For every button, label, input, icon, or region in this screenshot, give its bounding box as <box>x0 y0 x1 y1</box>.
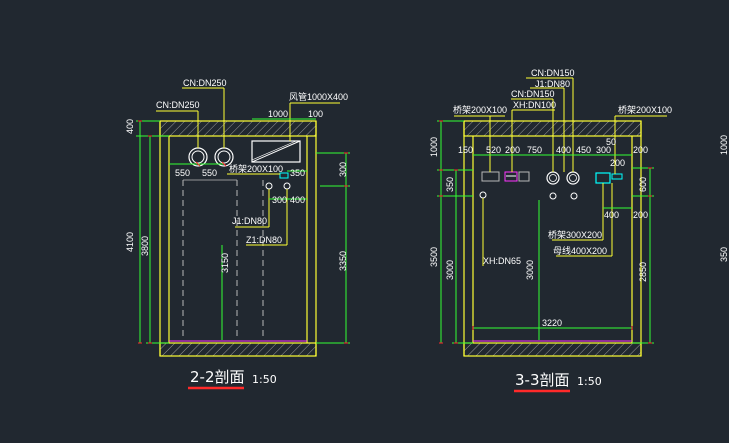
dim-350: 350 <box>445 177 455 192</box>
dim-3000-mid: 3000 <box>525 260 535 280</box>
dim-total-height: 4100 <box>125 232 135 252</box>
svg-text:1000: 1000 <box>719 135 729 155</box>
dim-400-a: 400 <box>556 145 571 155</box>
bottom-slab <box>463 342 642 357</box>
dim-duct-offset: 100 <box>308 109 323 119</box>
bottom-slab <box>159 342 317 357</box>
label-cn-dn250-upper: CN:DN250 <box>183 78 227 88</box>
dim-2850: 2850 <box>638 262 648 282</box>
label-air-duct: 风管1000X400 <box>289 91 348 102</box>
label-busbar: 母线400X200 <box>553 245 607 256</box>
dim-1000: 1000 <box>429 137 439 157</box>
dim-200-d: 200 <box>633 210 648 220</box>
dim-350: 350 <box>290 168 305 178</box>
label-cable-tray: 桥架200X100 <box>229 163 283 174</box>
label-cable-tray-right: 桥架200X100 <box>618 104 672 115</box>
dim-400: 400 <box>290 195 305 205</box>
section-title-3-3: 3-3剖面 <box>515 371 570 389</box>
dim-600: 600 <box>638 177 648 192</box>
dim-clear-height: 3800 <box>140 236 150 256</box>
dim-3220: 3220 <box>542 318 562 328</box>
section-scale-2-2: 1:50 <box>252 373 277 386</box>
air-duct <box>251 140 301 163</box>
dim-slab-thickness: 400 <box>125 119 135 134</box>
label-cn-dn150-top: CN:DN150 <box>531 68 575 78</box>
dim-750: 750 <box>527 145 542 155</box>
label-cable-tray-left: 桥架200X100 <box>453 104 507 115</box>
label-xh-dn100: XH:DN100 <box>513 100 556 110</box>
label-j1-dn80: J1:DN80 <box>232 216 267 226</box>
dim-520: 520 <box>486 145 501 155</box>
dim-50: 50 <box>606 137 616 147</box>
dim-3000-left: 3000 <box>445 260 455 280</box>
dim-3350: 3350 <box>338 251 348 271</box>
dim-duct-width: 1000 <box>268 109 288 119</box>
dim-550-left: 550 <box>175 168 190 178</box>
label-cn-dn250-lower: CN:DN250 <box>156 100 200 110</box>
section-title-2-2: 2-2剖面 <box>190 368 245 386</box>
dim-200-a: 200 <box>505 145 520 155</box>
dim-3500: 3500 <box>429 247 439 267</box>
dim-3150: 3150 <box>220 253 230 273</box>
partial-section-right: 1000 350 <box>719 135 729 262</box>
section-scale-3-3: 1:50 <box>577 375 602 388</box>
dim-150: 150 <box>458 145 473 155</box>
dim-300: 300 <box>596 145 611 155</box>
label-cn-dn150: CN:DN150 <box>511 89 555 99</box>
dim-200-b: 200 <box>633 145 648 155</box>
label-j1-dn80: J1:DN80 <box>535 79 570 89</box>
label-z1-dn80: Z1:DN80 <box>246 235 282 245</box>
section-2-2: CN:DN250 CN:DN250 风管1000X400 1000 100 40… <box>125 78 350 390</box>
dim-400-b: 400 <box>604 210 619 220</box>
dim-300-right: 300 <box>338 162 348 177</box>
section-3-3: CN:DN150 J1:DN80 CN:DN150 XH:DN100 桥架200… <box>429 68 672 393</box>
label-cable-tray-300: 桥架300X200 <box>548 229 602 240</box>
top-slab <box>159 120 317 137</box>
dim-300: 300 <box>272 195 287 205</box>
dim-550-right: 550 <box>202 168 217 178</box>
dim-200-c: 200 <box>610 158 625 168</box>
svg-text:350: 350 <box>719 247 729 262</box>
dim-450: 450 <box>576 145 591 155</box>
label-xh-dn65: XH:DN65 <box>483 256 521 266</box>
